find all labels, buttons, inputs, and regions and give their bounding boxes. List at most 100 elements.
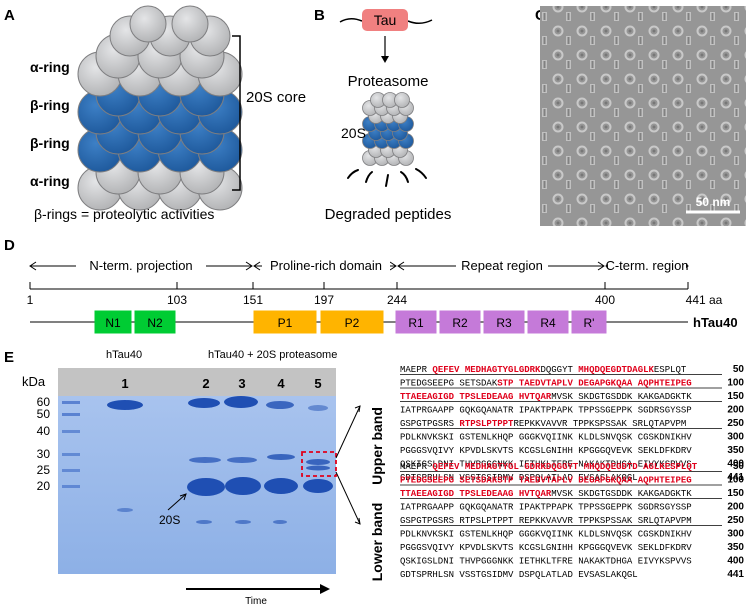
marker-50: 50 [37, 407, 51, 421]
core-bracket [232, 35, 241, 191]
row-number: 400 [727, 459, 744, 470]
row-number: 150 [727, 488, 744, 499]
core-label: 20S core [246, 89, 306, 106]
sequence-line: IATPRGAAPP GQKGQANATR IPAKTPPAPK TPPSSGE… [400, 503, 692, 513]
tick-441: 441 aa [686, 293, 723, 307]
marker-labels: 60 50 40 30 25 20 [37, 395, 51, 493]
tau-box [362, 9, 408, 31]
alpha-subunit-9-0 [129, 5, 167, 43]
row-number: 200 [727, 502, 744, 513]
position-axis [29, 282, 689, 290]
em-micrograph [540, 6, 746, 226]
lane-4: 4 [277, 376, 285, 391]
gel-header-band [58, 368, 336, 396]
row-number: 50 [733, 364, 745, 375]
sequence-line: PTEDGSEEPG SETSDAKSTP TAEDVTAPLV DEGAPGK… [400, 379, 692, 389]
lane-5: 5 [314, 376, 321, 391]
tick-244: 244 [387, 293, 407, 307]
alpha-subunit-9-1 [171, 5, 209, 43]
kda-label: kDa [22, 374, 46, 389]
sequence-line: PGGGSVQIVY KPVDLSKVTS KCGSLGNIHH KPGGGQV… [400, 446, 692, 456]
lane-1: 1 [121, 376, 128, 391]
lower-band-title: Lower band [369, 503, 385, 582]
time-label: Time [245, 596, 267, 607]
ring-label-beta-lower: β-ring [30, 135, 70, 151]
domain-label-R4: R4 [540, 316, 556, 330]
row-number: 150 [727, 391, 744, 402]
beta-ring-caption: β-rings = proteolytic activities [34, 206, 214, 222]
panel-a-label: A [4, 7, 15, 24]
mini-proteasome [362, 92, 414, 166]
sequence-line: TTAEEAGIGD TPSLEDEAAG HVTQARMVSK SKDGTGS… [400, 489, 692, 499]
proteasome-ring-stack [77, 5, 243, 211]
domain-label-R3: R3 [496, 316, 512, 330]
sequence-line: QSKIGSLDNI THVPGGGNKK IETHKLTFRE NAKAKTD… [400, 557, 692, 567]
marker-40: 40 [37, 424, 51, 438]
row-number: 200 [727, 405, 744, 416]
row-number: 250 [727, 515, 744, 526]
row-number: 441 [727, 472, 744, 483]
domain-label-R': R' [584, 316, 595, 330]
domain-box-P2 [320, 310, 384, 334]
proteasome-label: Proteasome [348, 73, 429, 90]
protein-name: hTau40 [693, 315, 738, 330]
domain-box-R2 [439, 310, 481, 334]
domain-box-N2 [134, 310, 176, 334]
sequence-line: GDTSPRHLSN VSSTGSIDMV DSPQLATLAD EVSASLA… [400, 473, 638, 483]
tau-label: Tau [374, 12, 397, 28]
panel-b-label: B [314, 7, 325, 24]
sequence-line: GDTSPRHLSN VSSTGSIDMV DSPQLATLAD EVSASLA… [400, 570, 638, 580]
upper-band [306, 459, 330, 465]
domain-label-R2: R2 [452, 316, 468, 330]
ring-label-beta-upper: β-ring [30, 97, 70, 113]
marker-ladder [62, 401, 80, 488]
tick-151: 151 [243, 293, 263, 307]
sequence-line: IATPRGAAPP GQKGQANATR IPAKTPPAPK TPPSSGE… [400, 406, 692, 416]
sequence-line: GSPGTPGSRS RTPSLPTPPT REPKKVAVVR TPPKSPS… [400, 516, 692, 526]
sequence-line: GSPGTPGSRS RTPSLPTPPTREPKKVAVVR TPPKSPSS… [400, 419, 686, 429]
row-number: 300 [727, 432, 744, 443]
tick-400: 400 [595, 293, 615, 307]
scale-bar-label: 50 nm [696, 195, 731, 209]
band-20s-label: 20S [159, 513, 180, 527]
panel-d: D N-term. projection Proline-rich domain… [4, 237, 738, 334]
domain-label-R1: R1 [408, 316, 424, 330]
peptide-fragments [347, 168, 427, 187]
gel-header-left: hTau40 [106, 349, 142, 361]
sequence-line: PTEDGSEEPG SETSDAKSTP TAEDVTAPLV DEGAPGK… [400, 476, 692, 486]
sequence-line: TTAEEAGIGD TPSLEDEAAG HVTQARMVSK SKDGTGS… [400, 392, 692, 402]
domain-box-N1 [94, 310, 132, 334]
degraded-peptides-label: Degraded peptides [325, 206, 452, 223]
sequence-line: PGGGSVQIVY KPVDLSKVTS KCGSLGNIHH KPGGGQV… [400, 543, 692, 553]
sequence-line: PDLKNVKSKI GSTENLKHQP GGGKVQIINK KLDLSNV… [400, 433, 692, 443]
domain-label-P2: P2 [345, 316, 360, 330]
band-20s-pointer [167, 493, 187, 511]
arrow-down-icon [381, 56, 389, 63]
tick-1: 1 [27, 293, 34, 307]
core-20s-label: 20S [341, 125, 366, 141]
lower-band-pointer [335, 471, 361, 525]
lower-band [306, 465, 330, 471]
lane2-20s-band [187, 478, 225, 496]
region-c-term: C-term. region [605, 258, 688, 273]
sequence-line: QSKIGSLDNI THVPGGGNKK IETHKLTFRE NAKAKTD… [400, 460, 692, 470]
row-number: 400 [727, 556, 744, 567]
upper-band-sequence: MAEPR QEFEV MEDHAGTYGLGDRKDQGGYT MHQDQEG… [400, 364, 744, 483]
gel-header-right: hTau40 + 20S proteasome [208, 349, 337, 361]
lane-numbers: 1 2 3 4 5 [121, 376, 321, 391]
lane1-tau-band [107, 400, 143, 410]
lane-2: 2 [202, 376, 209, 391]
region-repeat: Repeat region [461, 258, 543, 273]
tick-103: 103 [167, 293, 187, 307]
sequence-line: MAEPR QEFEV MEDHAGTYGL GDRKDQGGYT MHQDQE… [400, 462, 698, 472]
row-number: 50 [733, 461, 745, 472]
sequence-line: MAEPR QEFEV MEDHAGTYGLGDRKDQGGYT MHQDQEG… [400, 365, 687, 375]
lane-3: 3 [238, 376, 245, 391]
region-proline-rich: Proline-rich domain [270, 258, 382, 273]
lower-band-sequence: MAEPR QEFEV MEDHAGTYGL GDRKDQGGYT MHQDQE… [400, 461, 744, 580]
region-labels: N-term. projection Proline-rich domain R… [76, 256, 689, 274]
ring-label-alpha-top: α-ring [30, 59, 70, 75]
marker-20: 20 [37, 479, 51, 493]
